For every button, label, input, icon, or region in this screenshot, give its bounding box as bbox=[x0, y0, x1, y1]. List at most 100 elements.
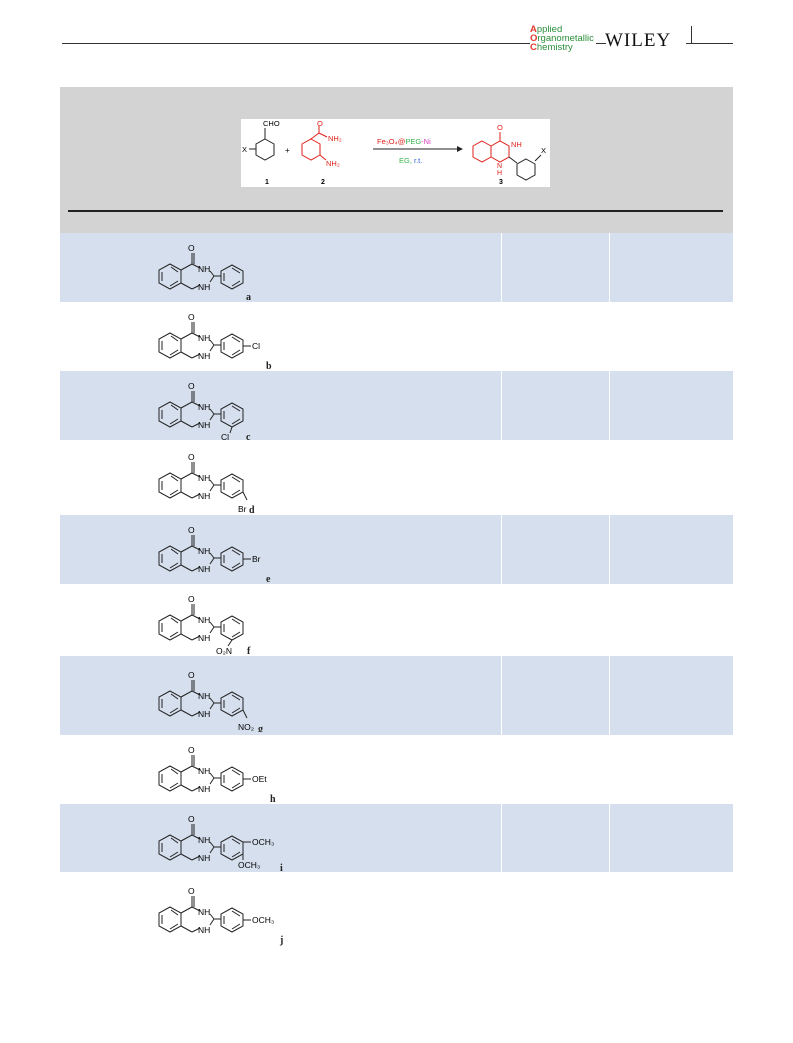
amine-nh-bottom: NH bbox=[198, 420, 210, 430]
amine-nh-bottom: NH bbox=[198, 853, 210, 863]
aryl-ring bbox=[220, 690, 244, 717]
amine-nh-bottom: NH bbox=[198, 491, 210, 501]
table-row: O NH NH Cl b bbox=[60, 302, 733, 372]
compound-label: i bbox=[280, 863, 283, 874]
header-rule bbox=[62, 43, 530, 44]
reactant-1-sub: X bbox=[242, 145, 247, 154]
column-separator bbox=[501, 656, 502, 735]
amine-nh-top: NH bbox=[198, 691, 210, 701]
column-separator bbox=[609, 233, 610, 302]
compound-structure: O NH NH NO₂ g bbox=[158, 670, 263, 732]
carbonyl-o: O bbox=[188, 381, 195, 391]
solvent-label: EG, r.t. bbox=[399, 156, 422, 165]
aryl-ring bbox=[220, 835, 244, 861]
reactant-1-structure bbox=[249, 128, 275, 161]
catalyst-core: Fe₃O₄@ bbox=[377, 137, 405, 146]
substituent: Cl bbox=[252, 341, 260, 351]
quinazolinone-core bbox=[158, 391, 221, 428]
compound-label: a bbox=[246, 292, 251, 303]
amine-nh-top: NH bbox=[198, 766, 210, 776]
quinazolinone-core bbox=[158, 895, 221, 933]
aryl-ring bbox=[220, 333, 244, 359]
carbonyl-o: O bbox=[188, 452, 195, 462]
product-structure bbox=[472, 132, 510, 163]
column-separator bbox=[501, 872, 502, 951]
catalyst-label: Fe₃O₄@PEG-Ni bbox=[377, 137, 431, 146]
compound-structure: O NH NH Cl b bbox=[158, 312, 272, 372]
compound-label: b bbox=[266, 361, 272, 372]
amine-nh-bottom: NH bbox=[198, 784, 210, 794]
table-row: O NH NH NO₂ g bbox=[60, 656, 733, 735]
substituent: OEt bbox=[252, 774, 267, 784]
compound-label: e bbox=[266, 574, 271, 585]
substituent-bond bbox=[229, 426, 233, 434]
substituent: OCH₃ bbox=[252, 915, 274, 925]
compound-structure: O NH NH OCH₃ j bbox=[158, 886, 283, 946]
journal-logo: Applied Organometallic Chemistry bbox=[530, 24, 594, 53]
substituent-2: OCH₃ bbox=[238, 860, 260, 870]
carbonyl-o: O bbox=[188, 670, 195, 680]
solvent-eg: EG, bbox=[399, 156, 412, 165]
compound-number-3: 3 bbox=[499, 179, 503, 186]
aryl-ring bbox=[220, 264, 244, 290]
column-separator bbox=[609, 440, 610, 515]
column-separator bbox=[501, 440, 502, 515]
substituent: Br bbox=[238, 504, 247, 514]
product-sub: X bbox=[541, 146, 546, 155]
column-separator bbox=[501, 515, 502, 584]
compound-structure: O NH NH a bbox=[158, 243, 251, 303]
substituent: OCH₃ bbox=[252, 837, 274, 847]
substituent: Cl bbox=[221, 432, 229, 442]
product-nh: NH bbox=[511, 140, 522, 149]
aryl-ring bbox=[220, 615, 244, 641]
compound-label: c bbox=[246, 432, 251, 443]
reactant-2-group2: NH₂ bbox=[328, 134, 342, 143]
table-row: O NH NH a bbox=[60, 233, 733, 303]
carbonyl-o: O bbox=[188, 312, 195, 322]
quinazolinone-core bbox=[158, 604, 221, 641]
table-row: O NH NH OCH₃ OCH₃ i bbox=[60, 804, 733, 874]
carbonyl-o: O bbox=[188, 525, 195, 535]
publisher-logo: WILEY bbox=[605, 30, 672, 51]
quinazolinone-core bbox=[158, 253, 221, 290]
quinazolinone-core bbox=[158, 679, 221, 717]
table-top-rule bbox=[68, 210, 723, 212]
aryl-ring bbox=[220, 472, 244, 499]
table-row: O NH NH O₂N f bbox=[60, 584, 733, 656]
compound-structure: O NH NH O₂N f bbox=[158, 594, 251, 656]
substituent-bond bbox=[227, 639, 233, 647]
compound-number-2: 2 bbox=[321, 179, 325, 186]
quinazolinone-core bbox=[158, 535, 221, 572]
carbonyl-o: O bbox=[188, 886, 195, 896]
reactant-2-group1: O bbox=[317, 119, 323, 128]
compound-structure: O NH NH Br e bbox=[158, 525, 271, 585]
quinazolinone-core bbox=[158, 755, 221, 792]
carbonyl-o: O bbox=[188, 814, 195, 824]
product-o: O bbox=[497, 123, 503, 132]
quinazolinone-core bbox=[158, 322, 221, 359]
compound-structure: O NH NH OEt h bbox=[158, 745, 276, 805]
amine-nh-bottom: NH bbox=[198, 925, 210, 935]
table-row: O NH NH Cl c bbox=[60, 371, 733, 443]
aryl-ring bbox=[220, 546, 244, 572]
column-separator bbox=[609, 302, 610, 371]
amine-nh-top: NH bbox=[198, 264, 210, 274]
table-row: O NH NH Br e bbox=[60, 515, 733, 585]
compound-number-1: 1 bbox=[265, 179, 269, 186]
substituent: NO₂ bbox=[238, 722, 254, 732]
table-row: O NH NH Br d bbox=[60, 440, 733, 515]
amine-nh-bottom: NH bbox=[198, 282, 210, 292]
amine-nh-bottom: NH bbox=[198, 564, 210, 574]
reactant-2-structure bbox=[301, 126, 328, 161]
catalyst-peg: PEG bbox=[405, 137, 421, 146]
product-n: N bbox=[497, 163, 502, 170]
substituent-bond bbox=[242, 709, 248, 718]
product-h: H bbox=[497, 170, 502, 177]
plus-sign: + bbox=[285, 146, 290, 155]
column-separator bbox=[501, 804, 502, 872]
amine-nh-top: NH bbox=[198, 333, 210, 343]
table-row: O NH NH OCH₃ j bbox=[60, 872, 733, 951]
page-tick bbox=[691, 26, 692, 44]
substituent: Br bbox=[252, 554, 261, 564]
carbonyl-o: O bbox=[188, 594, 195, 604]
